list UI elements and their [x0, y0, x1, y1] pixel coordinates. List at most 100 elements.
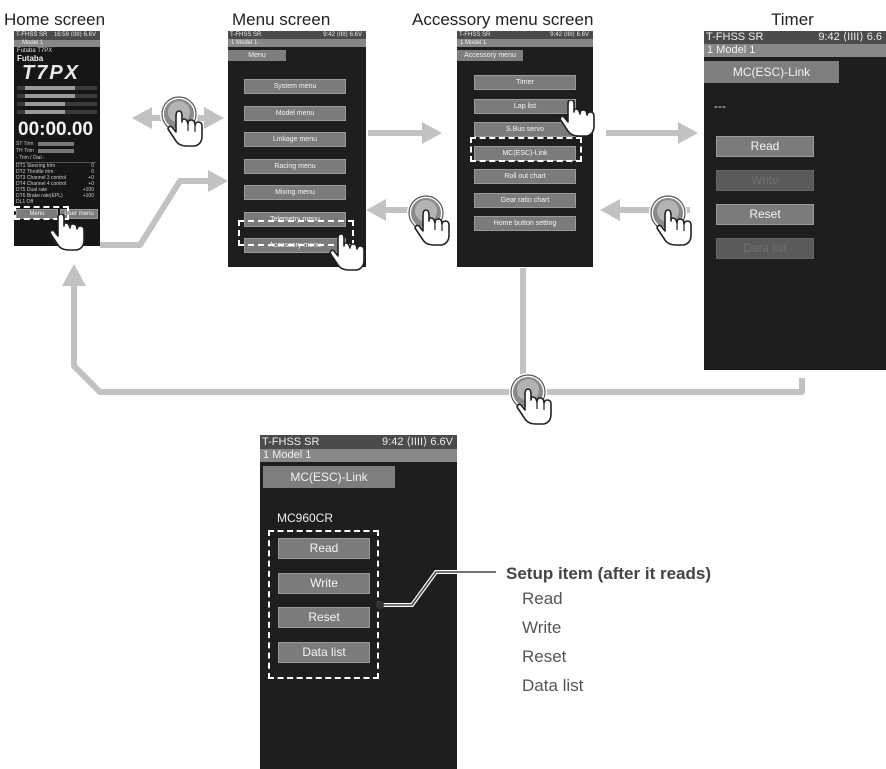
status-bar: T-FHSS SR 16:59 ⟨IIII⟩ 6.6V [14, 31, 100, 40]
link-button-data-list[interactable]: Data list [278, 641, 370, 663]
finger-icon [49, 214, 85, 251]
status-bar: T-FHSS SR 9:42 ⟨IIII⟩ 6.6V [228, 31, 366, 39]
caption-menu-screen: Menu screen [232, 10, 331, 29]
device-value: --- [714, 99, 726, 113]
channel-bars [17, 86, 97, 114]
trim-row-name: DT3 Channel 3 control [16, 175, 67, 181]
mc-esc-link-tab: MC(ESC)-Link [704, 61, 839, 83]
trim-row: DT5 Dual rate +100 [16, 187, 96, 193]
menu-item-racing-menu[interactable]: Racing menu [244, 158, 346, 174]
status-right: 9:42 ⟨IIII⟩ 6.6V [550, 32, 589, 38]
device-name: MC960CR [277, 511, 334, 525]
trim-row-value: +0 [88, 175, 94, 181]
setup-item: Write [522, 618, 562, 637]
trim-row-value: +100 [82, 193, 94, 199]
trim-row-value: 0 [91, 169, 94, 175]
accessory-item-home-button-setting[interactable]: Home button setting [474, 216, 576, 231]
mc-esc-link-highlight [470, 137, 582, 162]
link-button-reset[interactable]: Reset [278, 607, 370, 628]
trim-row: DT3 Channel 3 control +0 [16, 175, 96, 181]
menu-screen: T-FHSS SR 9:42 ⟨IIII⟩ 6.6V 1 Model 1 Men… [228, 31, 366, 267]
trim-row-name: DT6 Brake rate(EPL) [16, 193, 63, 199]
trim-row-name: DL1 Off [16, 199, 34, 205]
accessory-item-timer[interactable]: Timer [474, 75, 576, 90]
status-left: T-FHSS SR [459, 32, 491, 38]
accessory-menu-highlight [238, 220, 354, 246]
setup-item: Reset [522, 647, 567, 666]
finger-icon [559, 100, 595, 137]
accessory-tab: Accessory menu [457, 50, 523, 61]
trim-row: DT4 Channel 4 control +0 [16, 181, 96, 187]
model-bar: Model 1 [14, 40, 100, 47]
trim-row-name: DT5 Dual rate [16, 187, 48, 193]
accessory-item-lap-list[interactable]: Lap list [474, 98, 576, 114]
status-right: 9:42 ⟨IIII⟩ 6.6V [382, 436, 453, 448]
menu-item-mixing-menu[interactable]: Mixing menu [244, 185, 346, 200]
trim-row: DT6 Brake rate(EPL) +100 [16, 193, 96, 199]
trim-row-name: DT4 Channel 4 control [16, 181, 67, 187]
trim-header: - Trim / Dial - [16, 155, 45, 161]
setup-title: Setup item (after it reads) [506, 564, 711, 583]
tap-hand-icon [509, 373, 553, 426]
setup-item: Data list [522, 676, 584, 695]
link-button-read[interactable]: Read [278, 538, 370, 559]
trim-row-value: 0 [91, 163, 94, 169]
trim-row: DT2 Throttle trim 0 [16, 169, 96, 175]
menu-item-model-menu[interactable]: Model menu [244, 105, 346, 121]
status-right: 9:42 ⟨IIII⟩ 6.6V [323, 32, 362, 38]
trim-row: DT1 Steering trim 0 [16, 163, 96, 169]
model-bar: 1 Model 1 [260, 449, 457, 462]
link-button-write[interactable]: Write [278, 572, 370, 594]
setup-connector [376, 570, 496, 609]
trim-row-value: +0 [88, 181, 94, 187]
mc-esc-link-screen: T-FHSS SR 9:42 ⟨IIII⟩ 6.6V 1 Model 1 MC(… [260, 435, 457, 769]
setup-items-highlight [268, 530, 379, 679]
product-logo: T7PX [22, 62, 81, 84]
brand-small: Futaba T7PX [17, 48, 53, 54]
timer-button-data-list[interactable]: Data list [716, 238, 814, 259]
accessory-screen: T-FHSS SR 9:42 ⟨IIII⟩ 6.6V 1 Model 1 Acc… [457, 31, 593, 267]
setup-item: Read [522, 589, 563, 608]
tap-hand-icon [407, 194, 451, 247]
model-bar: 1 Model 1 [457, 39, 593, 47]
status-bar: T-FHSS SR 9:42 ⟨IIII⟩ 6.6 [704, 31, 886, 44]
menu-item-system-menu[interactable]: System menu [244, 79, 346, 94]
timer-button-reset[interactable]: Reset [716, 204, 814, 225]
timer-button-write[interactable]: Write [716, 170, 814, 191]
menu-item-telemetry-menu[interactable]: Telemetry menu [244, 211, 346, 227]
status-left: T-FHSS SR [16, 32, 48, 38]
trim-row-name: DT1 Steering trim [16, 163, 56, 169]
finger-icon [329, 234, 365, 271]
timer-button-read[interactable]: Read [716, 136, 814, 157]
status-bar: T-FHSS SR 9:42 ⟨IIII⟩ 6.6V [260, 435, 457, 449]
trim-row-name: DT2 Throttle trim [16, 169, 54, 175]
th-trim: TH Trim [16, 148, 75, 154]
timer-display: 00:00.00 [18, 119, 94, 140]
trim-row-value: +100 [82, 187, 94, 193]
home-screen: T-FHSS SR 16:59 ⟨IIII⟩ 6.6V Model 1 Futa… [14, 31, 100, 246]
model-bar: 1 Model 1 [704, 44, 886, 57]
tap-hand-icon [649, 194, 693, 247]
menu-item-linkage-menu[interactable]: Linkage menu [244, 132, 346, 147]
accessory-item-gear-ratio-chart[interactable]: Gear ratio chart [474, 192, 576, 208]
status-right: 16:59 ⟨IIII⟩ 6.6V [53, 32, 96, 38]
st-trim: ST Trim [16, 141, 74, 147]
menu-button-highlight [14, 206, 69, 220]
status-left: T-FHSS SR [230, 32, 262, 38]
mc-esc-link-tab: MC(ESC)-Link [263, 466, 395, 488]
accessory-item-roll-out-chart[interactable]: Roll out chart [474, 169, 576, 184]
status-left: T-FHSS SR [262, 436, 320, 448]
caption-timer: Timer [771, 10, 814, 29]
status-right: 9:42 ⟨IIII⟩ 6.6 [818, 31, 882, 43]
caption-accessory-screen: Accessory menu screen [412, 10, 594, 29]
model-bar: 1 Model 1 [228, 39, 366, 47]
status-bar: T-FHSS SR 9:42 ⟨IIII⟩ 6.6V [457, 31, 593, 39]
caption-home-screen: Home screen [4, 10, 106, 29]
brand-logo: Futaba [17, 54, 44, 63]
tap-hand-icon [160, 95, 204, 148]
timer-screen: T-FHSS SR 9:42 ⟨IIII⟩ 6.6 1 Model 1 MC(E… [704, 31, 886, 370]
menu-tab: Menu [228, 50, 286, 61]
trim-row: DL1 Off [16, 199, 96, 205]
status-left: T-FHSS SR [706, 31, 764, 43]
